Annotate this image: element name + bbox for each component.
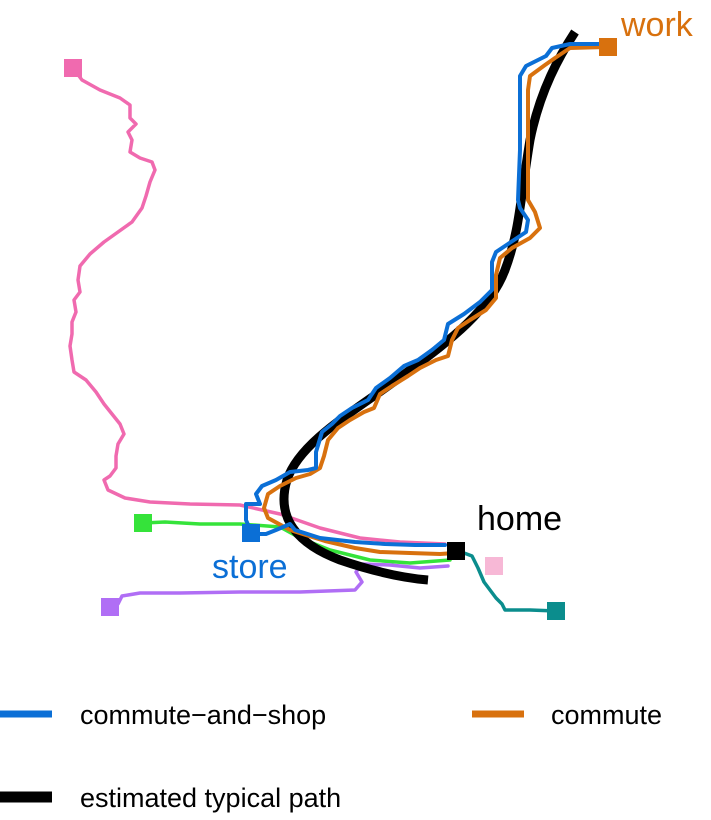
purple-start-marker <box>101 598 119 616</box>
store-marker <box>242 524 260 542</box>
legend-label-commute-and-shop: commute−and−shop <box>80 700 326 730</box>
teal-trajectory <box>454 548 558 613</box>
home-label: home <box>477 500 562 538</box>
teal-start-marker <box>547 602 565 620</box>
green-start-marker <box>134 514 152 532</box>
pink-trajectory <box>68 66 447 546</box>
legend-label-commute: commute <box>551 700 662 730</box>
home-marker <box>447 542 465 560</box>
store-label: store <box>212 548 288 586</box>
commute-trajectory <box>262 45 608 556</box>
work-label: work <box>620 6 694 44</box>
pink-start-marker <box>64 59 82 77</box>
purple-trajectory <box>108 562 450 609</box>
light-pink-marker <box>485 557 503 575</box>
legend: commute−and−shop commute estimated typic… <box>0 700 662 813</box>
work-marker <box>599 38 617 56</box>
commute-and-shop-trajectory <box>244 42 608 547</box>
legend-label-typical-path: estimated typical path <box>80 783 341 813</box>
typical-path-line <box>279 29 579 585</box>
green-trajectory <box>141 520 452 565</box>
